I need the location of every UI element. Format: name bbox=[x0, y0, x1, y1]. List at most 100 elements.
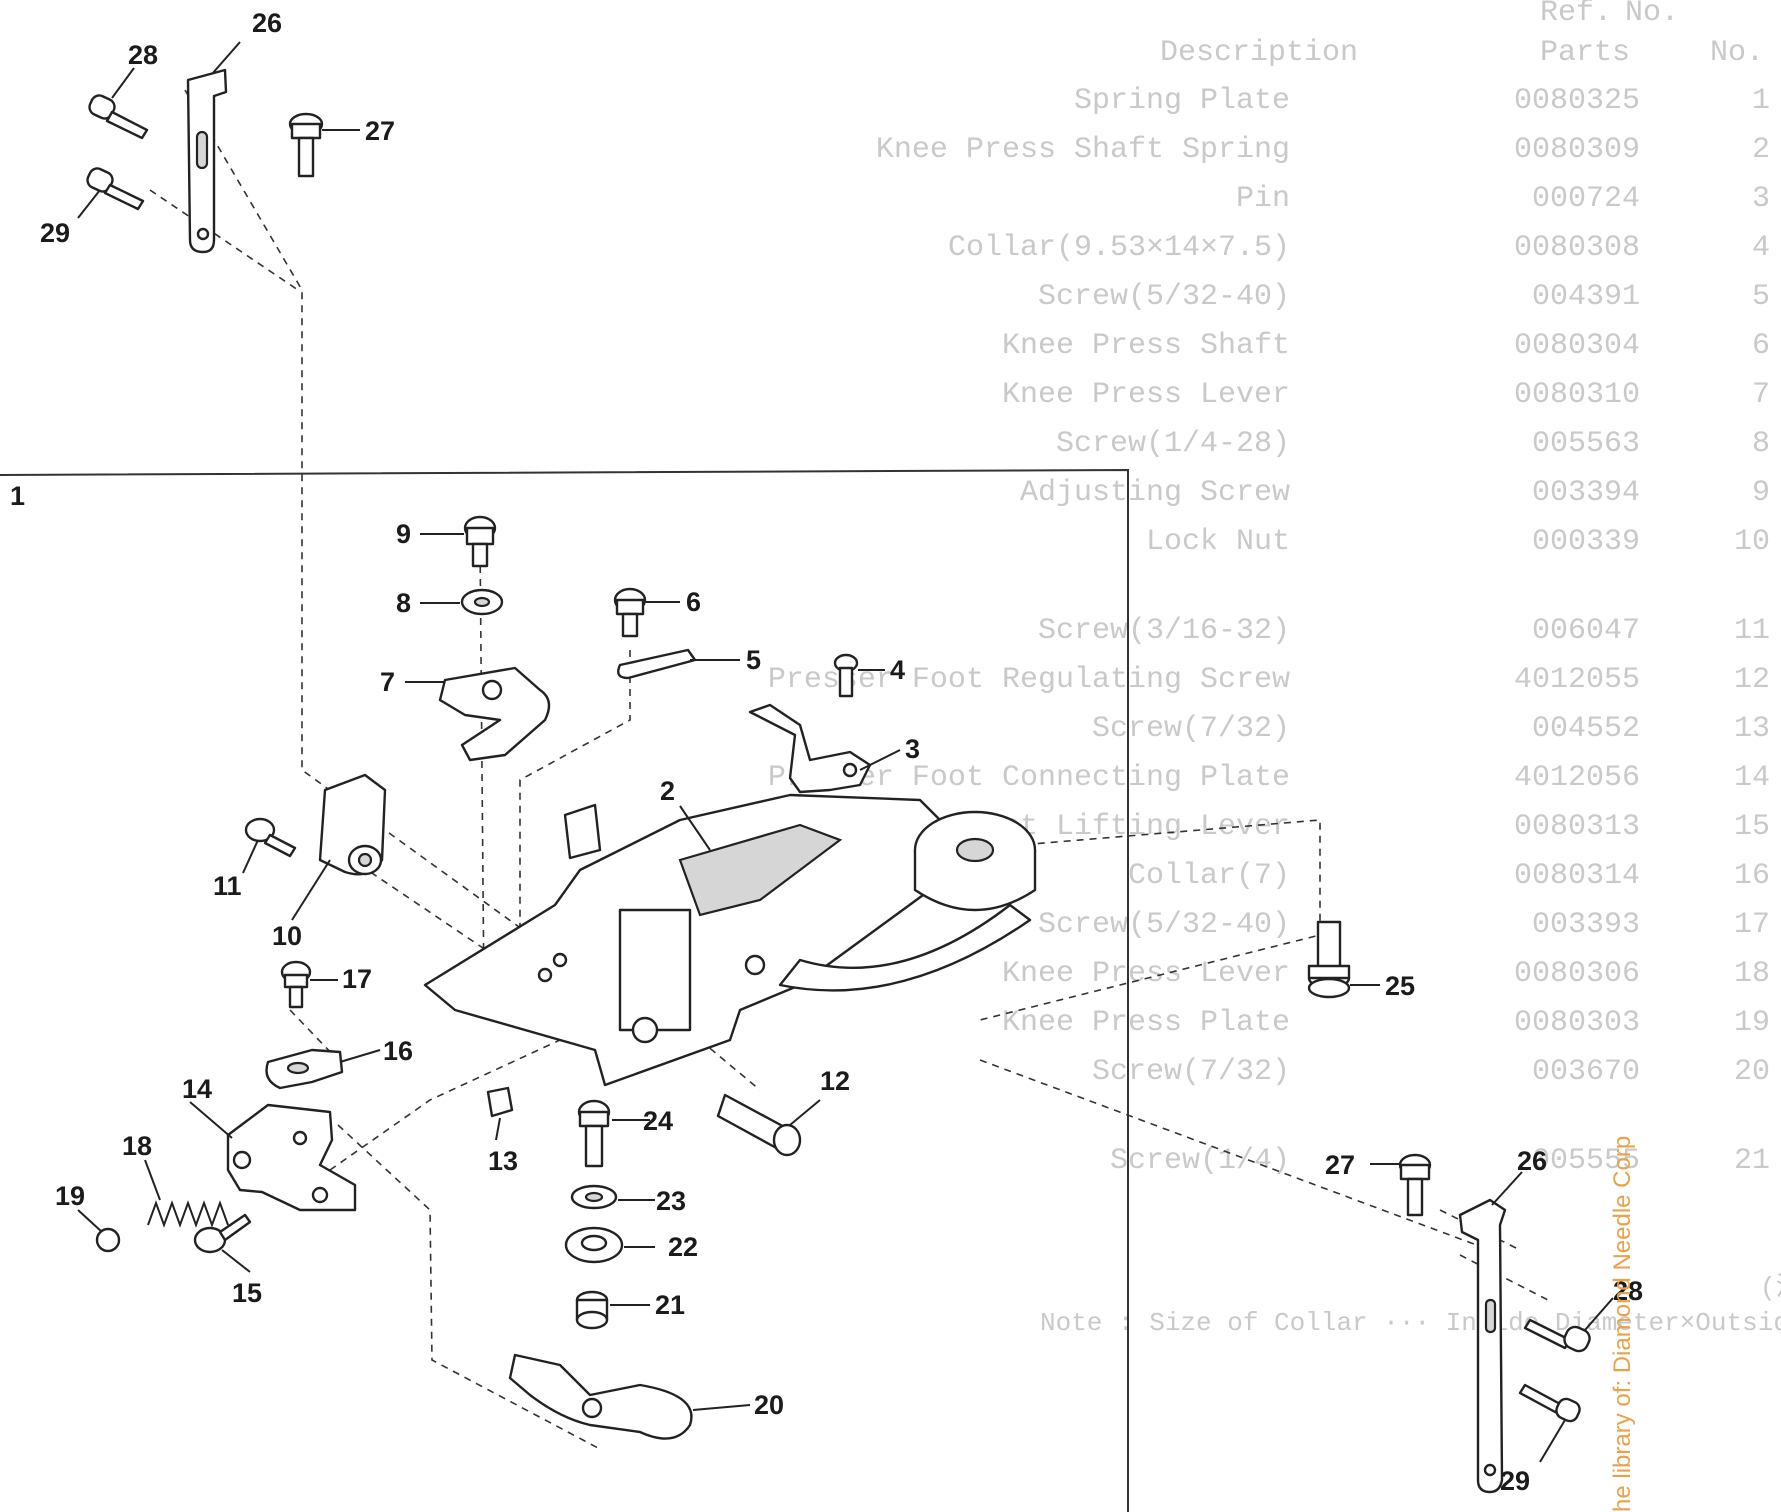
table-row-ref: 15 bbox=[1734, 810, 1770, 844]
callout-1: 1 bbox=[10, 481, 25, 511]
table-row-description: Pin bbox=[1236, 182, 1290, 216]
table-row-ref: 19 bbox=[1734, 1006, 1770, 1040]
callout-10: 10 bbox=[272, 921, 302, 951]
screw-11 bbox=[244, 817, 297, 858]
callout-28-top: 28 bbox=[128, 40, 158, 70]
table-row-part-no: 0080303 bbox=[1514, 1006, 1640, 1040]
collar-10 bbox=[318, 773, 387, 876]
table-row-description: Screw(7/32) bbox=[1092, 1055, 1290, 1089]
callout-29-top: 29 bbox=[40, 218, 70, 248]
table-row-ref: 3 bbox=[1752, 182, 1770, 216]
table-row-ref: 7 bbox=[1752, 378, 1770, 412]
table-row-part-no: 005563 bbox=[1532, 427, 1640, 461]
lever-20 bbox=[508, 1353, 693, 1440]
table-row-ref: 2 bbox=[1752, 133, 1770, 167]
table-row-part-no: 4012055 bbox=[1514, 663, 1640, 697]
table-row-description: Knee Press Shaft Spring bbox=[876, 133, 1290, 167]
callout-19: 19 bbox=[55, 1181, 85, 1211]
callout-26-bottom: 26 bbox=[1517, 1146, 1547, 1176]
table-row-description: Screw(1/4) bbox=[1110, 1144, 1290, 1178]
ball-19 bbox=[95, 1227, 121, 1253]
washer-8 bbox=[460, 588, 504, 616]
table-row-ref: 17 bbox=[1734, 908, 1770, 942]
table-row-ref: 5 bbox=[1752, 280, 1770, 314]
table-row-description: Adjusting Screw bbox=[1020, 476, 1290, 510]
screw-4 bbox=[833, 653, 859, 698]
table-row-part-no: 003393 bbox=[1532, 908, 1640, 942]
table-row-part-no: 004391 bbox=[1532, 280, 1640, 314]
table-row-part-no: 0080308 bbox=[1514, 231, 1640, 265]
screw-27-top bbox=[288, 112, 324, 178]
assembly-frame bbox=[0, 468, 1129, 1512]
stud-12 bbox=[716, 1093, 802, 1157]
callout-17: 17 bbox=[342, 964, 372, 994]
callout-11: 11 bbox=[213, 871, 242, 901]
plate-16 bbox=[265, 1048, 344, 1090]
callout-9: 9 bbox=[396, 519, 411, 549]
callout-26-top: 26 bbox=[252, 8, 282, 38]
table-row-part-no: 4012056 bbox=[1514, 761, 1640, 795]
table-row-part-no: 006047 bbox=[1532, 614, 1640, 648]
screw-17 bbox=[280, 960, 312, 1009]
collar-21 bbox=[575, 1290, 609, 1330]
callout-27-bottom: 27 bbox=[1325, 1150, 1355, 1180]
table-row-description: Knee Press Shaft bbox=[1002, 329, 1290, 363]
plate-7 bbox=[438, 666, 551, 762]
ghost-parts-table: Ref. No. Parts No. Description Spring Pl… bbox=[768, 0, 1781, 1338]
table-row-part-no: 005555 bbox=[1532, 1144, 1640, 1178]
screw-9 bbox=[463, 515, 497, 568]
callout-25: 25 bbox=[1385, 971, 1415, 1001]
washer-23 bbox=[570, 1184, 618, 1210]
table-row-ref: 6 bbox=[1752, 329, 1770, 363]
table-row-description: Screw(7/32) bbox=[1092, 712, 1290, 746]
table-row-ref: 12 bbox=[1734, 663, 1770, 697]
table-row-part-no: 0080313 bbox=[1514, 810, 1640, 844]
main-assembly bbox=[95, 515, 1351, 1440]
screw-25 bbox=[1307, 920, 1351, 999]
table-row-part-no: 0080306 bbox=[1514, 957, 1640, 991]
screw-27-bottom bbox=[1398, 1153, 1432, 1217]
table-row-ref: 14 bbox=[1734, 761, 1770, 795]
callout-16: 16 bbox=[383, 1036, 413, 1066]
callout-5: 5 bbox=[746, 645, 761, 675]
callout-20: 20 bbox=[754, 1390, 784, 1420]
table-row-part-no: 003394 bbox=[1532, 476, 1640, 510]
callout-2: 2 bbox=[660, 776, 675, 806]
washer-22 bbox=[564, 1226, 624, 1264]
screw-28-top bbox=[88, 94, 149, 140]
table-row-ref: 10 bbox=[1734, 525, 1770, 559]
table-row-description: Collar(7) bbox=[1128, 859, 1290, 893]
table-row-ref: 9 bbox=[1752, 476, 1770, 510]
lift-lever-2 bbox=[423, 793, 1037, 1087]
table-row-part-no: 0080314 bbox=[1514, 859, 1640, 893]
table-row-description: Knee Press Lever bbox=[1002, 378, 1290, 412]
screw-29-bottom bbox=[1518, 1383, 1581, 1423]
library-watermark: he library of: Diamond Needle Corp bbox=[1609, 1136, 1636, 1512]
table-row-part-no: 000339 bbox=[1532, 525, 1640, 559]
callout-23: 23 bbox=[656, 1186, 686, 1216]
table-row-description: Spring Plate bbox=[1074, 84, 1290, 118]
part-callouts: 1 2 3 4 5 6 7 8 9 10 11 12 13 14 15 16 1… bbox=[10, 8, 1643, 1496]
plate-5 bbox=[617, 648, 697, 680]
callout-14: 14 bbox=[182, 1074, 212, 1104]
screw-24 bbox=[577, 1099, 611, 1168]
spring-18 bbox=[147, 1200, 229, 1228]
table-row-description: Knee Press Lever bbox=[1002, 957, 1290, 991]
table-row-description: Knee Press Plate bbox=[1002, 1006, 1290, 1040]
table-row-ref: 13 bbox=[1734, 712, 1770, 746]
block-14 bbox=[226, 1103, 357, 1212]
setscrew-13 bbox=[486, 1086, 514, 1118]
callout-27-top: 27 bbox=[365, 116, 395, 146]
table-row-description: Screw(3/16-32) bbox=[1038, 614, 1290, 648]
table-row-description: Screw(5/32-40) bbox=[1038, 908, 1290, 942]
table-row-part-no: 0080325 bbox=[1514, 84, 1640, 118]
table-row-description: Screw(5/32-40) bbox=[1038, 280, 1290, 314]
table-row-part-no: 004552 bbox=[1532, 712, 1640, 746]
screw-15 bbox=[193, 1213, 252, 1254]
table-row-description: Lock Nut bbox=[1146, 525, 1290, 559]
table-header-parts: Parts bbox=[1540, 36, 1630, 70]
callout-6: 6 bbox=[686, 587, 701, 617]
table-row-ref: 20 bbox=[1734, 1055, 1770, 1089]
callout-15: 15 bbox=[232, 1278, 262, 1308]
